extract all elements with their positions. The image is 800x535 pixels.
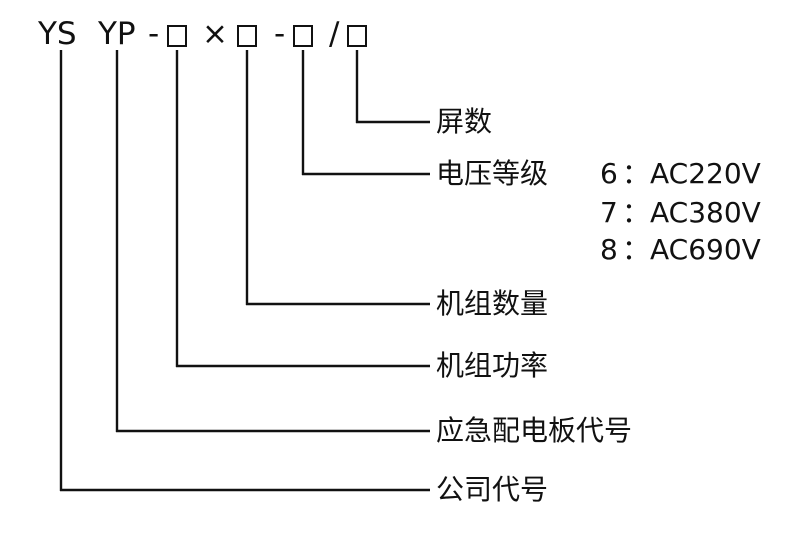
label-panel-code: 应急配电板代号 [436,414,633,447]
voltage-option-value: AC380V [650,196,761,229]
label-company-code: 公司代号 [436,473,549,506]
voltage-option-value: AC690V [650,233,761,266]
label-unit-power: 机组功率 [436,349,549,382]
voltage-option-colon: ： [622,196,651,229]
label-screens: 屏数 [436,105,493,138]
voltage-option-value: AC220V [650,157,761,190]
code-box-unit-qty [237,25,257,47]
voltage-option-code: 6 [600,157,618,190]
label-voltage: 电压等级 [436,157,549,190]
voltage-option-colon: ： [622,157,651,190]
code-ys: YS [38,16,77,52]
code-times: × [202,16,228,52]
voltage-option-colon: ： [622,233,651,266]
code-box-screens [347,25,367,47]
code-slash: / [329,16,340,52]
code-box-unit-power [167,25,187,47]
code-yp: YP [98,16,136,52]
code-box-voltage [293,25,313,47]
voltage-option-code: 7 [600,196,618,229]
label-unit-qty: 机组数量 [436,287,549,320]
code-dash-1: - [148,16,160,52]
code-dash-2: - [274,16,286,52]
voltage-option-code: 8 [600,233,618,266]
